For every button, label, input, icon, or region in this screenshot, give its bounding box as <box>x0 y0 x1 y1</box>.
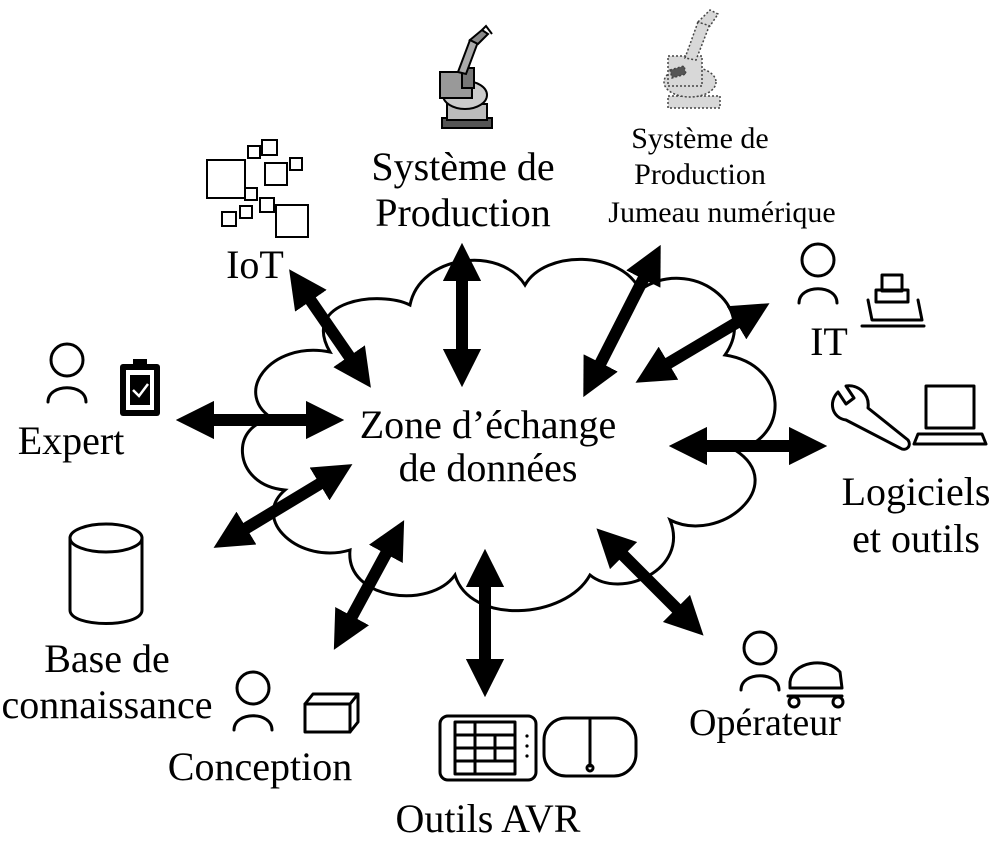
it-label: IT <box>810 319 848 364</box>
user-clipboard-icon <box>46 342 160 416</box>
production-label-line1: Système de <box>371 144 554 189</box>
avr-label: Outils AVR <box>396 796 581 841</box>
arrow-design <box>333 520 405 650</box>
knowledge-label-line2: connaissance <box>1 682 212 727</box>
knowledge-label-line1: Base de <box>44 636 170 681</box>
digital-twin-label-line1: Système de <box>631 122 768 155</box>
wrench-laptop-icon <box>830 384 988 451</box>
expert-label: Expert <box>18 418 125 463</box>
node-digital-twin: Système de Production Jumeau numérique <box>608 9 836 229</box>
node-knowledge: Base de connaissance <box>1 522 213 727</box>
computer-user-icon <box>797 242 926 328</box>
node-production: Système de Production <box>371 24 555 235</box>
node-operator: Opérateur <box>689 630 845 744</box>
user-cube-icon <box>232 670 360 734</box>
iot-label: IoT <box>226 242 284 287</box>
design-label: Conception <box>168 744 352 789</box>
software-label-line2: et outils <box>852 516 980 561</box>
node-expert: Expert <box>18 342 160 463</box>
operator-machine-icon <box>739 630 845 709</box>
digital-twin-label-line3: Jumeau numérique <box>608 196 835 229</box>
cloud-label-line1: Zone d’échange <box>360 402 617 447</box>
production-label-line2: Production <box>375 190 551 235</box>
operator-label: Opérateur <box>689 702 841 744</box>
robot-digital-twin-icon <box>663 9 721 109</box>
industrial-robot-icon <box>439 24 493 129</box>
node-software: Logiciels et outils <box>830 384 991 561</box>
arrow-it <box>635 303 770 383</box>
digital-twin-label-line2: Production <box>634 158 766 191</box>
database-icon <box>68 522 144 625</box>
node-avr: Outils AVR <box>396 714 638 841</box>
software-label-line1: Logiciels <box>842 469 991 514</box>
node-iot: IoT <box>206 139 309 287</box>
exchange-arrows <box>175 242 828 698</box>
arrow-digital-twin <box>583 244 661 398</box>
cloud-label-line2: de données <box>399 445 578 490</box>
iot-squares-icon <box>206 139 309 238</box>
arrow-operator <box>596 528 704 636</box>
node-design: Conception <box>168 670 360 789</box>
node-it: IT <box>797 242 926 364</box>
arrow-knowledge <box>213 464 353 548</box>
arrow-iot <box>289 269 371 388</box>
tablet-headset-icon <box>438 714 638 782</box>
